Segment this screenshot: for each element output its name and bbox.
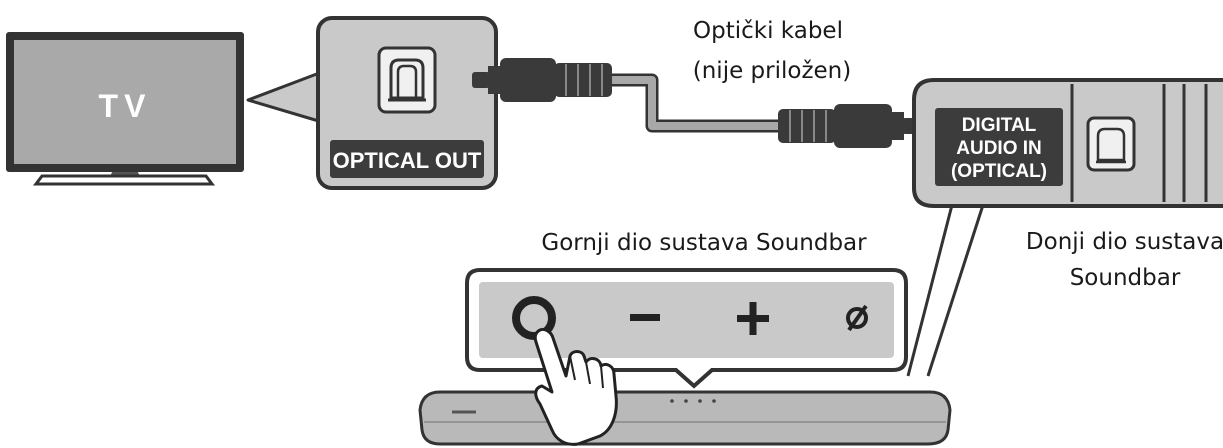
digital-audio-in-label-line2: AUDIO IN <box>956 138 1042 159</box>
tv-screen <box>14 40 236 164</box>
optical-out-label: OPTICAL OUT <box>333 148 482 173</box>
minus-icon <box>630 314 660 321</box>
optical-out-badge <box>330 140 484 178</box>
optical-cable: Optički kabel (nije priložen) <box>472 18 922 148</box>
tv-label: TV <box>99 88 152 124</box>
digital-audio-in-label-line3: (OPTICAL) <box>951 161 1047 182</box>
volume-up-button[interactable] <box>737 302 769 335</box>
soundbar-rear-panel: DIGITAL AUDIO IN (OPTICAL) <box>906 78 1223 377</box>
soundbar-illustration <box>418 390 952 446</box>
cable-label-line2: (nije priložen) <box>693 58 851 84</box>
tv-illustration: TV <box>6 32 244 186</box>
cable-connector-soundbar <box>778 104 922 148</box>
optical-out-panel: OPTICAL OUT <box>316 16 498 190</box>
tv-stand <box>33 174 215 186</box>
tv-callout-pointer <box>246 70 324 124</box>
soundbar-bottom-label-line2: Soundbar <box>1070 265 1181 291</box>
volume-down-button[interactable] <box>630 314 660 321</box>
rear-callout-line-left <box>906 204 954 377</box>
digital-audio-in-badge <box>935 108 1063 186</box>
source-button[interactable] <box>846 304 868 332</box>
soundbar-bottom-label-line1: Donji dio sustava <box>1026 229 1223 255</box>
soundbar-top-label: Gornji dio sustava Soundbar <box>541 230 867 256</box>
source-icon <box>846 307 868 329</box>
soundbar-optical-port-icon <box>1086 116 1136 172</box>
optical-port-icon <box>377 46 437 114</box>
cable-connector-tv <box>472 58 612 102</box>
digital-audio-in-label-line1: DIGITAL <box>962 115 1037 136</box>
rear-callout-line-right <box>926 204 985 377</box>
soundbar-top-panel <box>465 268 908 446</box>
hand-icon <box>533 327 618 446</box>
top-panel-surface <box>479 282 894 358</box>
cable-label-line1: Optički kabel <box>693 18 843 44</box>
